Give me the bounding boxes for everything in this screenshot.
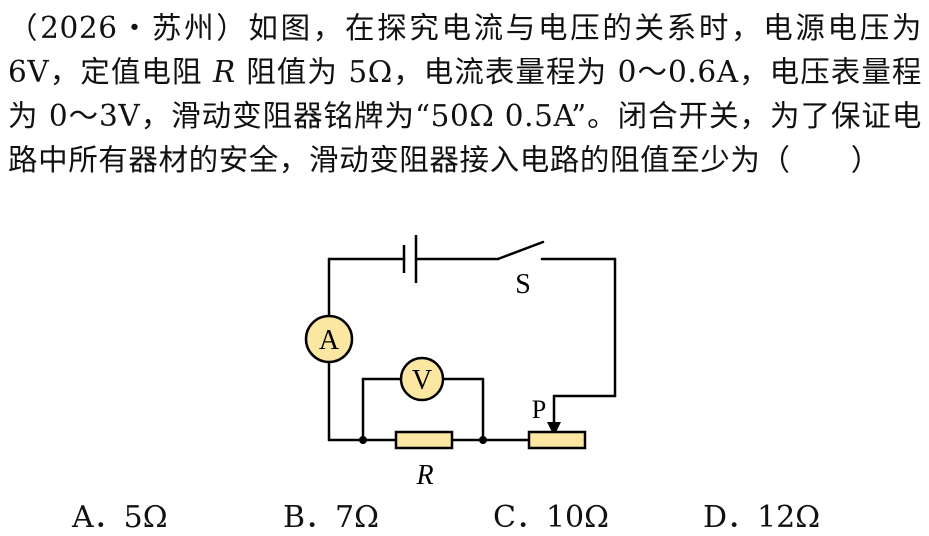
- option-d-letter: D．: [703, 500, 758, 535]
- junction-dot-left: [359, 436, 367, 444]
- ammeter-label: A: [319, 325, 340, 356]
- option-c[interactable]: C．10Ω: [493, 492, 609, 536]
- question-part-1: （2026・苏州）如图，在探究电流与电压的关系时，电源电压为 6V，定值电阻: [8, 11, 922, 89]
- option-d-value: 12Ω: [757, 500, 821, 535]
- ammeter: [304, 314, 354, 364]
- option-a-letter: A．: [72, 500, 124, 535]
- option-b-letter: B．: [283, 500, 336, 535]
- option-d[interactable]: D．12Ω: [703, 492, 820, 536]
- question-part-2: 阻值为 5Ω，电流表量程为 0～0.6A，电压表量程为 0～3V，滑动变阻器铭牌…: [8, 55, 923, 177]
- option-a[interactable]: A．5Ω: [72, 492, 168, 536]
- fixed-resistor: [394, 430, 454, 450]
- option-b-value: 7Ω: [335, 500, 380, 535]
- option-b[interactable]: B．7Ω: [283, 492, 379, 536]
- circuit-diagram: A V S P R: [304, 235, 617, 491]
- slider-arrow-head: [547, 422, 561, 436]
- option-c-letter: C．: [493, 500, 546, 535]
- switch-blade: [496, 240, 545, 261]
- resistor-label: R: [415, 460, 433, 491]
- rheostat: [527, 430, 587, 450]
- voltmeter: [399, 356, 445, 402]
- junction-dot-right: [479, 436, 487, 444]
- resistor-symbol: R: [212, 55, 236, 89]
- option-a-value: 5Ω: [123, 500, 168, 535]
- option-c-value: 10Ω: [545, 500, 610, 535]
- answer-options: A．5Ω B．7Ω C．10Ω D．12Ω: [0, 492, 929, 536]
- switch-label: S: [515, 269, 531, 300]
- voltmeter-label: V: [412, 365, 432, 396]
- question-text: （2026・苏州）如图，在探究电流与电压的关系时，电源电压为 6V，定值电阻 R…: [8, 6, 922, 182]
- slider-label: P: [532, 395, 546, 424]
